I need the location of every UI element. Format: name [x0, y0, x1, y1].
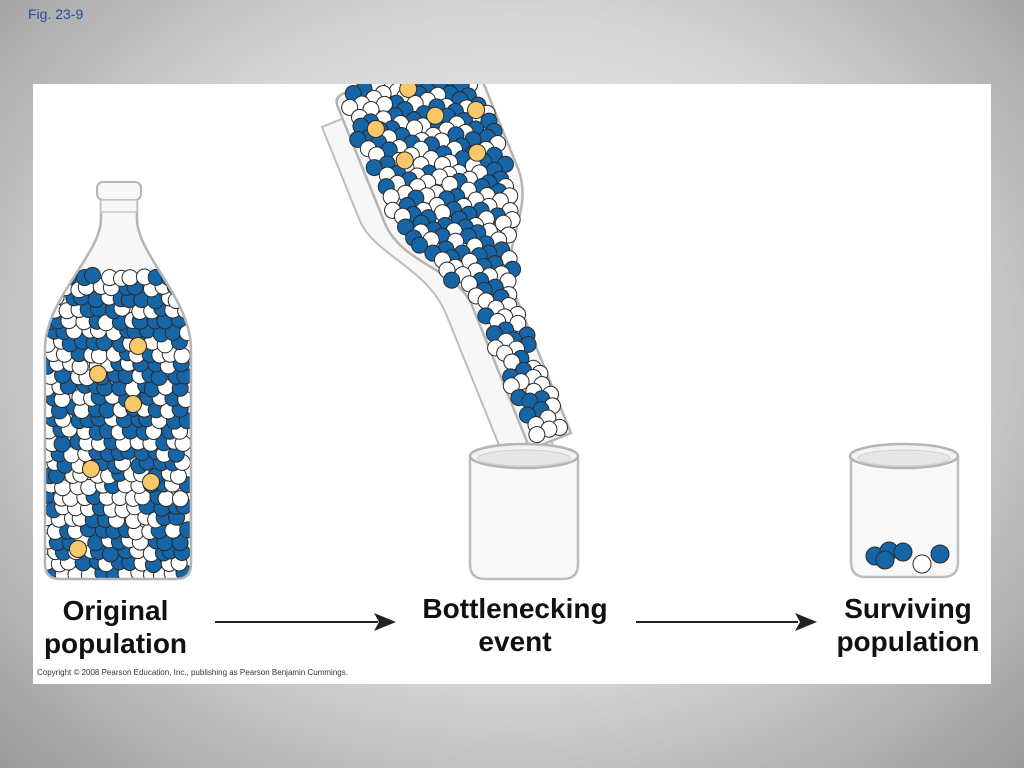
- marble-icon: [169, 267, 187, 285]
- tilted-marbles: [341, 84, 569, 444]
- marble-icon: [45, 280, 60, 297]
- figure-panel: Original population Bottlenecking event …: [33, 84, 991, 684]
- marble-icon: [175, 280, 191, 298]
- copyright-notice: Copyright © 2008 Pearson Education, Inc.…: [37, 668, 348, 677]
- marble-icon: [121, 269, 139, 287]
- original-marbles: [45, 266, 191, 579]
- marble-icon: [82, 460, 100, 478]
- marble-icon: [912, 554, 932, 574]
- marble-icon: [173, 347, 191, 365]
- marble-icon: [365, 159, 383, 177]
- marble-icon: [395, 151, 414, 170]
- marble-icon: [45, 266, 59, 284]
- marble-icon: [893, 542, 913, 562]
- marble-icon: [45, 289, 57, 307]
- middle-cup: [468, 442, 580, 581]
- marble-icon: [142, 473, 160, 491]
- tilted-marble-group: [341, 84, 569, 444]
- marble-icon: [399, 84, 418, 98]
- marble-icon: [875, 550, 895, 570]
- caption-line: Surviving: [844, 593, 972, 624]
- marble-icon: [411, 236, 429, 254]
- caption-line: Original: [62, 595, 169, 626]
- arrow-right-icon: [636, 613, 817, 631]
- bottleneck-illustration: [43, 84, 960, 631]
- marble-icon: [124, 395, 142, 413]
- caption-line: Bottlenecking: [422, 593, 608, 624]
- marble-icon: [53, 435, 71, 453]
- marble-icon: [366, 119, 385, 138]
- caption-line: population: [836, 626, 980, 657]
- caption-bottlenecking-event: Bottlenecking event: [405, 592, 625, 658]
- marble-icon: [52, 269, 70, 287]
- marble-icon: [84, 266, 101, 284]
- marble-icon: [89, 365, 107, 383]
- marble-icon: [157, 490, 175, 507]
- arrow-right-icon: [215, 613, 396, 631]
- caption-original-population: Original population: [33, 594, 198, 660]
- marble-icon: [503, 353, 521, 371]
- surviving-marbles: [865, 541, 950, 574]
- marble-icon: [930, 544, 950, 564]
- original-bottle: [43, 181, 193, 581]
- marble-icon: [467, 101, 486, 120]
- figure-label: Fig. 23-9: [28, 6, 84, 22]
- marble-icon: [443, 271, 461, 289]
- surviving-cup: [848, 442, 960, 579]
- caption-surviving-population: Surviving population: [823, 592, 993, 658]
- marble-icon: [129, 337, 147, 355]
- marble-icon: [69, 540, 87, 558]
- marble-icon: [171, 490, 189, 508]
- caption-line: event: [478, 626, 552, 657]
- caption-line: population: [43, 628, 188, 659]
- marble-icon: [468, 143, 487, 162]
- marble-icon: [426, 106, 445, 125]
- marble-icon: [528, 426, 546, 444]
- marble-icon: [179, 521, 191, 539]
